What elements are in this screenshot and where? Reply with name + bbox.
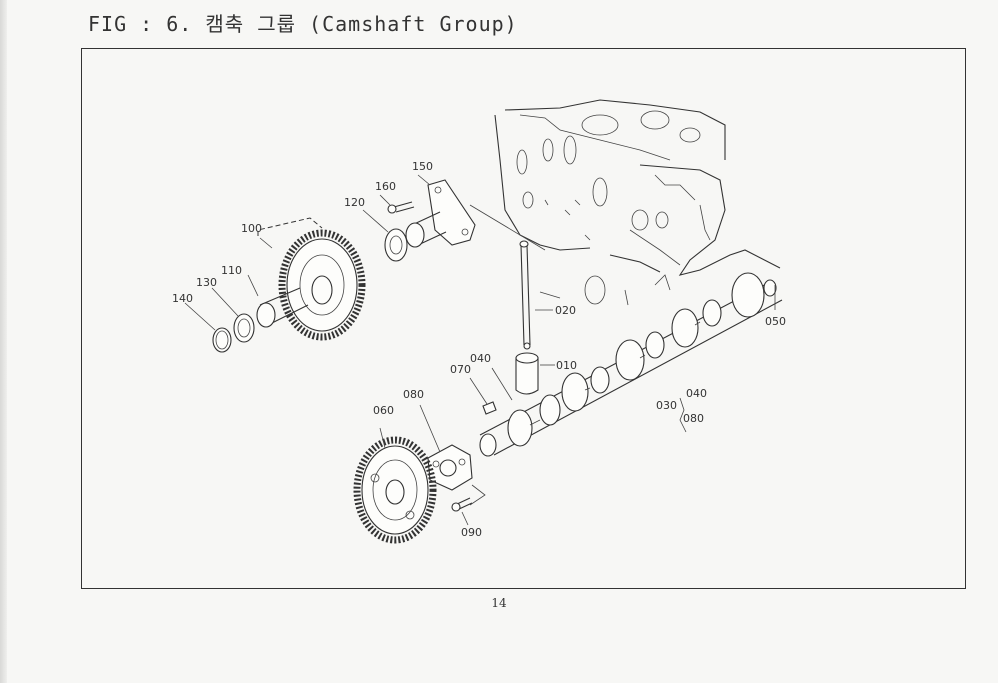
label-080-callout: 080 — [683, 412, 704, 425]
push-rod-020 — [519, 240, 553, 350]
camshaft-drawing — [479, 272, 783, 457]
label-080-plate: 080 — [403, 388, 424, 401]
figure-title: FIG : 6. 캠축 그룹 (Camshaft Group) — [88, 12, 518, 36]
collar-and-washers — [212, 313, 255, 353]
cam-gear-060 — [353, 427, 437, 544]
thrust-plate-080 — [419, 404, 486, 526]
page-number: 14 — [491, 596, 507, 610]
label-160: 160 — [375, 180, 396, 193]
engine-block-drawing — [494, 99, 781, 306]
leader-lines — [184, 174, 776, 433]
label-010: 010 — [556, 359, 577, 372]
label-060: 060 — [373, 404, 394, 417]
label-040-callout: 040 — [686, 387, 707, 400]
label-140: 140 — [172, 292, 193, 305]
key-070 — [469, 377, 497, 415]
label-100: 100 — [241, 222, 262, 235]
label-110: 110 — [221, 264, 242, 277]
label-090: 090 — [461, 526, 482, 539]
label-050: 050 — [765, 315, 786, 328]
label-120: 120 — [344, 196, 365, 209]
scan-edge-shadow — [0, 0, 7, 683]
diagram-frame — [81, 48, 966, 589]
idle-gear-100 — [256, 217, 366, 341]
idle-gear-shaft-150 — [384, 179, 546, 262]
label-150: 150 — [412, 160, 433, 173]
label-130: 130 — [196, 276, 217, 289]
label-030: 030 — [656, 399, 677, 412]
label-070: 070 — [450, 363, 471, 376]
label-020: 020 — [555, 304, 576, 317]
tappet-010 — [515, 352, 555, 395]
label-040-camshaft: 040 — [470, 352, 491, 365]
